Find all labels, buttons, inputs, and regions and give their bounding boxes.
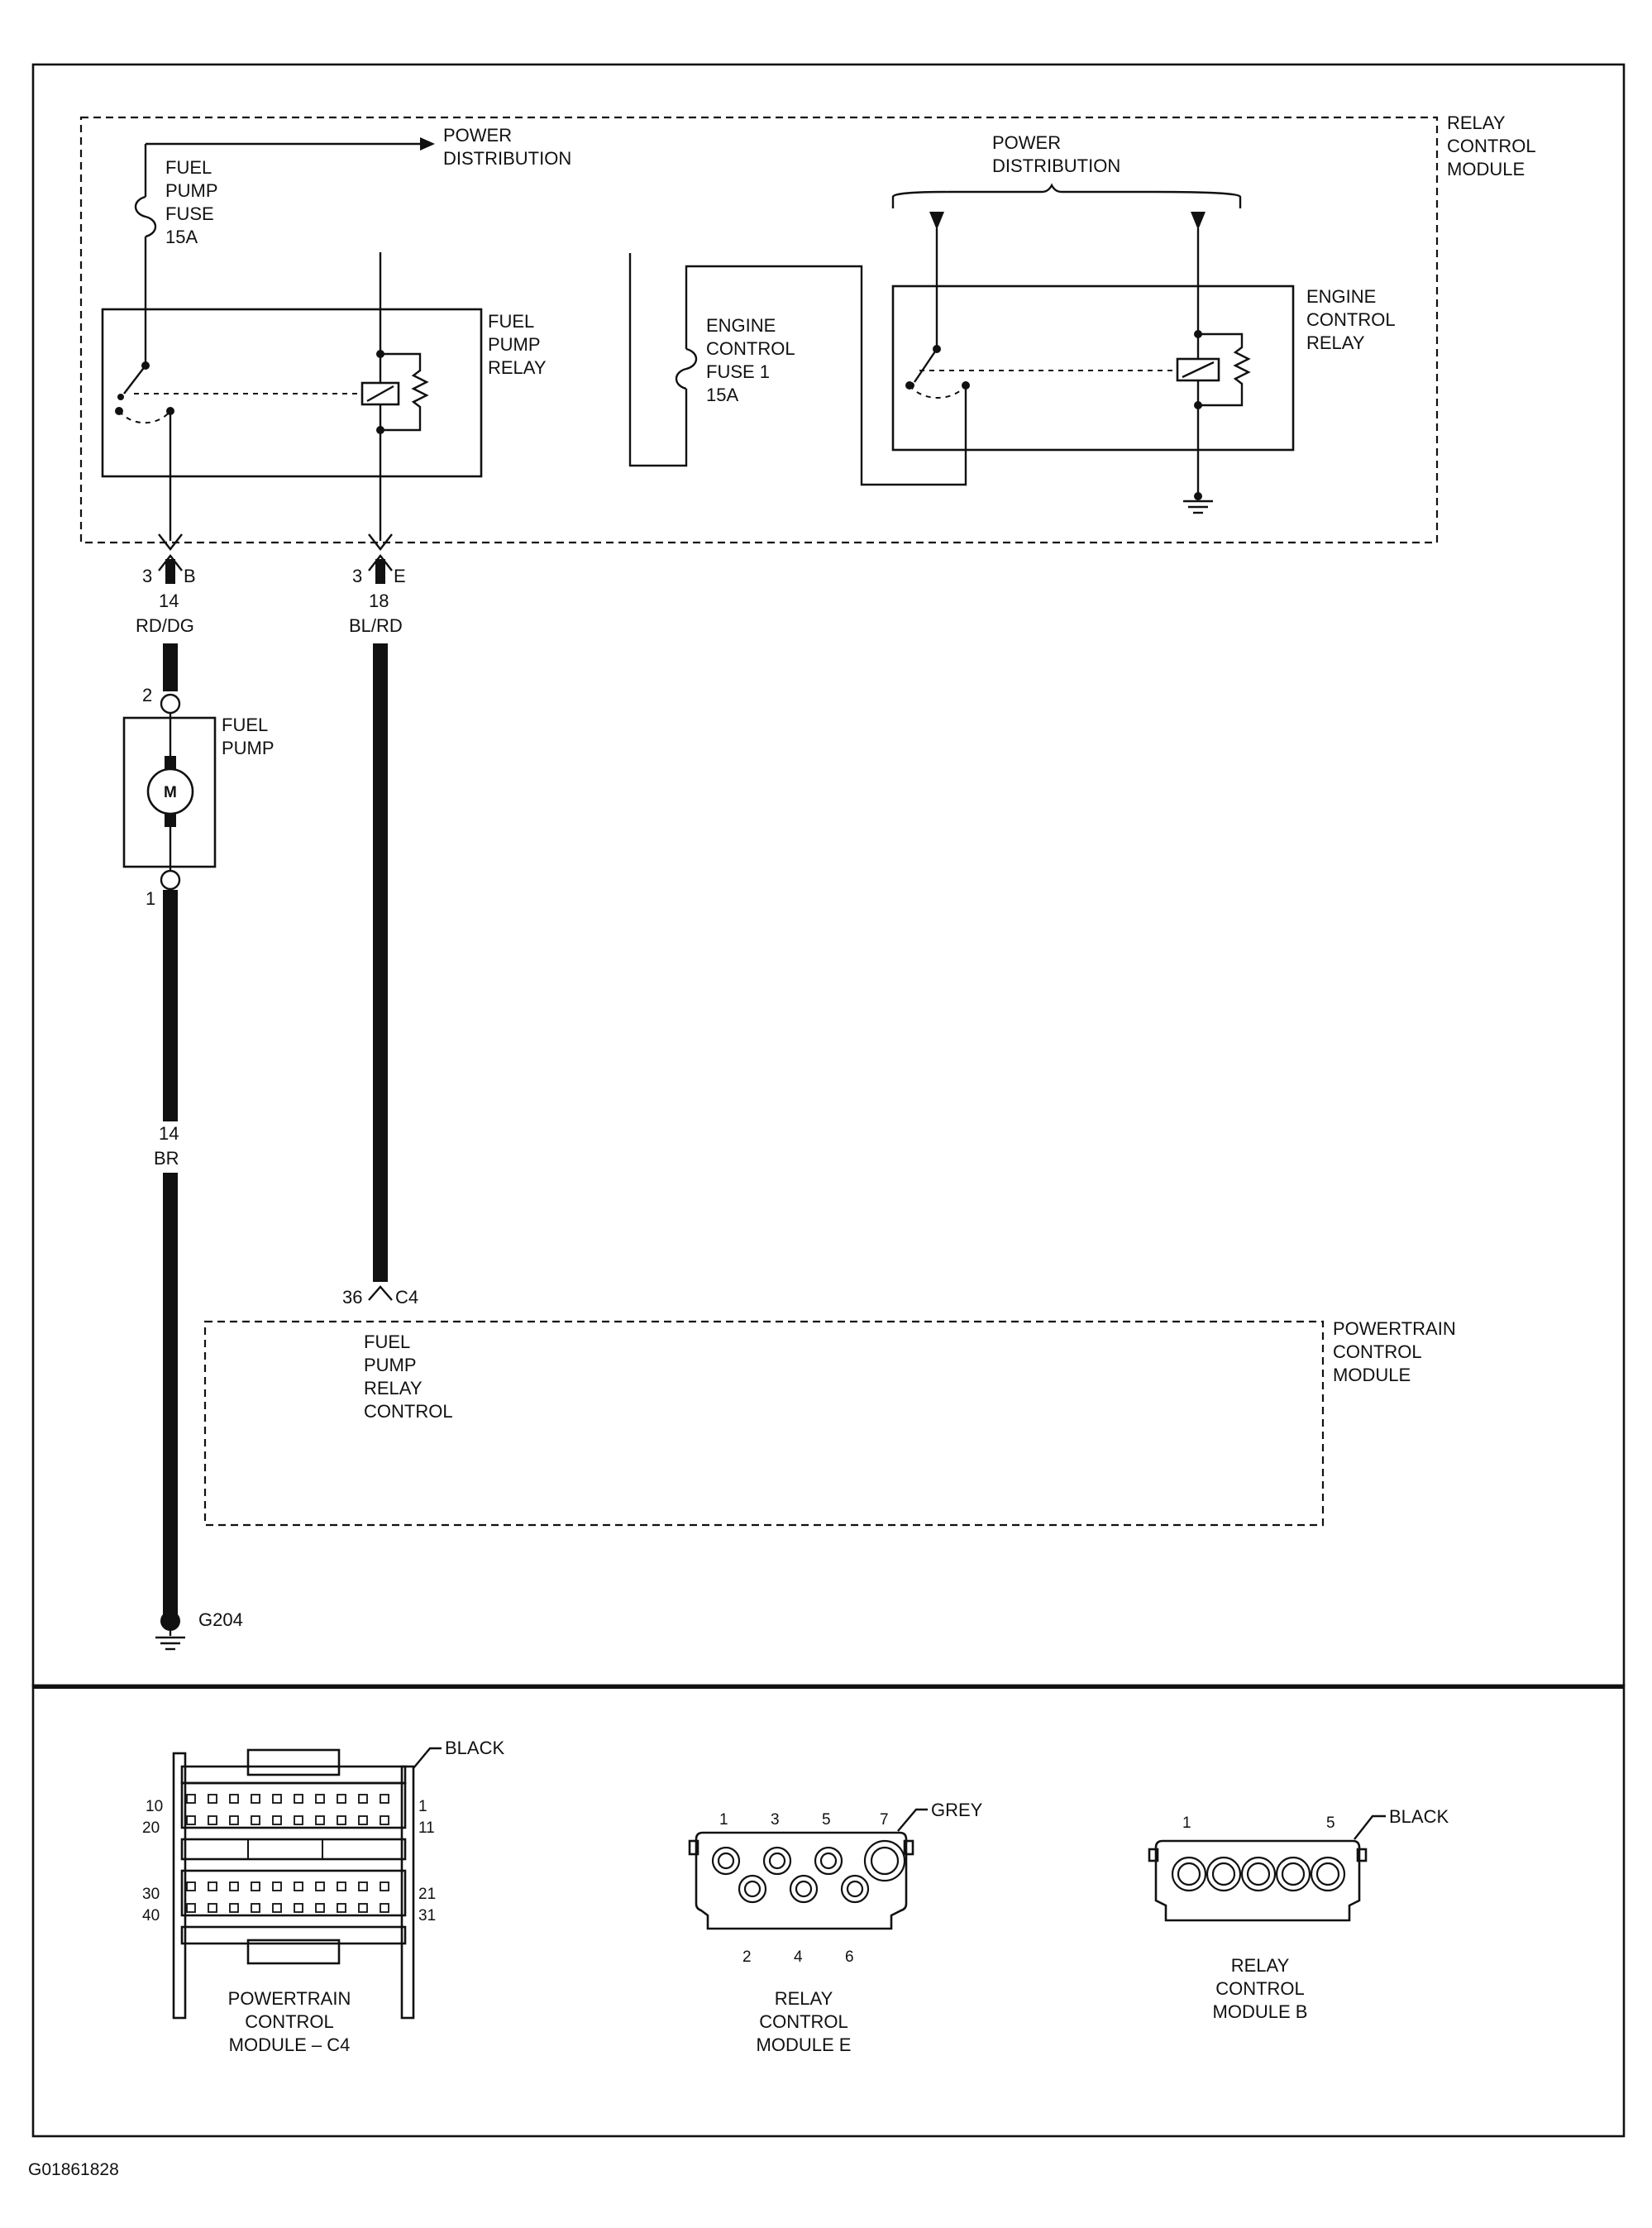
engine-control-fuse-symbol xyxy=(675,347,698,390)
rcm-b-color: BLACK xyxy=(1389,1806,1449,1827)
outer-frame-top xyxy=(31,63,1626,1687)
powertrain-control-module-outline xyxy=(203,1320,1325,1527)
pcm-c4-connector-view xyxy=(172,1748,415,2020)
pcm-c4-pin-symbol xyxy=(368,1285,393,1301)
power-distribution-right-arrow-2 xyxy=(1191,212,1206,230)
power-distribution-right-brace xyxy=(891,183,1242,208)
pcm-c4-color: BLACK xyxy=(445,1738,504,1758)
engine-control-relay-switch xyxy=(914,348,938,383)
pcm-pin-connector: C4 xyxy=(395,1287,418,1308)
motor-symbol: M xyxy=(164,784,177,801)
fuel-pump-fuse-symbol xyxy=(134,195,157,238)
right-wire-color: BL/RD xyxy=(349,615,403,636)
pcm-c4-row1-right: 1 xyxy=(418,1798,427,1815)
rcm-b-top-pin-1: 1 xyxy=(1182,1814,1191,1832)
rcm-e-bottom-pin-6: 6 xyxy=(845,1948,854,1966)
fuel-pump-pin-1: 1 xyxy=(146,888,155,909)
right-wire-gauge: 18 xyxy=(369,590,389,611)
rcm-b-connector-view xyxy=(1148,1839,1368,1922)
rcm-e-top-pin-1: 1 xyxy=(719,1811,728,1829)
g204-ground-icon xyxy=(155,1629,185,1651)
fuel-pump-relay-box xyxy=(101,308,483,478)
relay-control-module-outline xyxy=(79,116,1439,544)
pcm-c4-row3-right: 21 xyxy=(418,1886,436,1903)
pcm-c4-row4-right: 31 xyxy=(418,1907,436,1924)
left-wire-gauge: 14 xyxy=(159,590,179,611)
power-distribution-left-arrow xyxy=(420,137,435,151)
left-connector-pin: 3 xyxy=(142,566,152,586)
pcm-c4-row2-right: 11 xyxy=(418,1819,435,1837)
ground-wire-color: BR xyxy=(154,1148,179,1169)
fuel-pump-motor-icon: M xyxy=(146,756,194,827)
ground-wire-gauge: 14 xyxy=(159,1123,179,1144)
rcm-e-top-pin-5: 5 xyxy=(822,1811,831,1829)
connector-e-symbol xyxy=(368,533,393,584)
rcm-e-color: GREY xyxy=(931,1800,983,1820)
rcm-e-top-pin-3: 3 xyxy=(771,1811,780,1829)
pcm-pin-number: 36 xyxy=(342,1287,362,1308)
g204-ground-point xyxy=(160,1611,180,1631)
fuel-pump-relay-resistor xyxy=(380,352,429,432)
pcm-c4-row2-left: 20 xyxy=(142,1819,160,1837)
power-distribution-right-arrow-1 xyxy=(929,212,944,230)
fuel-pump-relay-switch xyxy=(123,365,146,394)
g204-label: G204 xyxy=(198,1609,243,1630)
fuel-pump-pin-1-terminal xyxy=(160,869,181,891)
pcm-c4-row3-left: 30 xyxy=(142,1886,160,1903)
figure-id: G01861828 xyxy=(28,2160,119,2179)
connector-b-symbol xyxy=(158,533,183,584)
rcm-e-top-pin-7: 7 xyxy=(880,1811,889,1829)
engine-control-relay-ground-icon xyxy=(1183,500,1213,514)
engine-control-relay-resistor xyxy=(1198,332,1251,407)
rcm-e-connector-view xyxy=(688,1831,914,1930)
right-connector-id: E xyxy=(394,566,406,586)
right-connector-pin: 3 xyxy=(352,566,362,586)
left-wire-color: RD/DG xyxy=(136,615,194,636)
rcm-e-bottom-pin-4: 4 xyxy=(794,1948,803,1966)
fuel-pump-pin-2: 2 xyxy=(142,685,152,705)
rcm-b-top-pin-5: 5 xyxy=(1326,1814,1335,1832)
left-connector-id: B xyxy=(184,566,196,586)
engine-control-relay-box xyxy=(891,284,1295,452)
outer-frame-bottom xyxy=(31,1684,1626,2138)
fuel-pump-pin-2-terminal xyxy=(160,693,181,715)
pcm-c4-row4-left: 40 xyxy=(142,1907,160,1924)
rcm-e-bottom-pin-2: 2 xyxy=(742,1948,752,1966)
pcm-c4-row1-left: 10 xyxy=(146,1798,163,1815)
